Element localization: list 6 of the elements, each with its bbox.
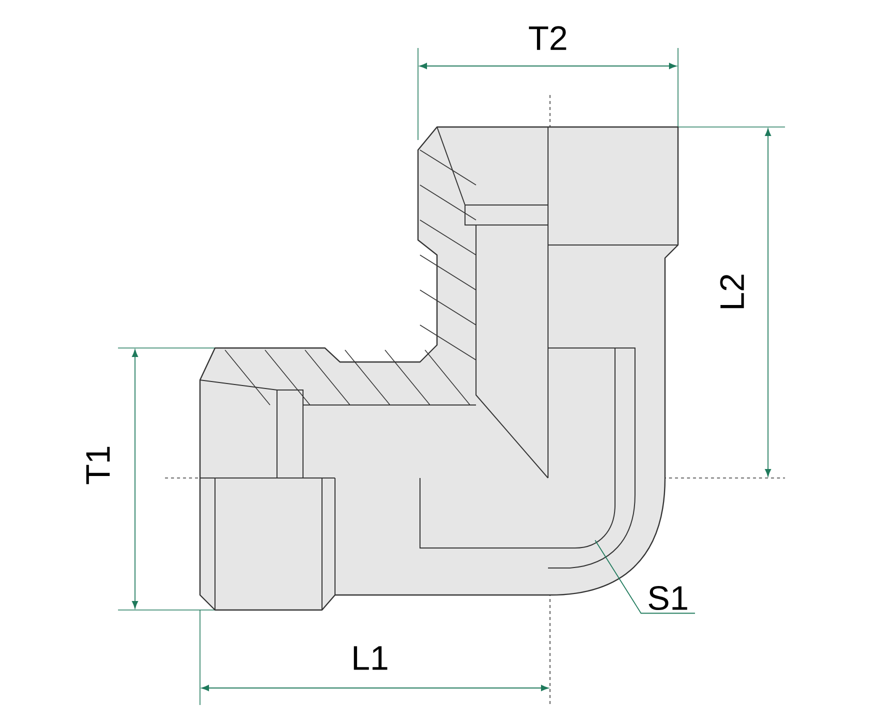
leader-line xyxy=(594,540,696,614)
dimension-label: T2 xyxy=(528,26,566,50)
dimension-label: T1 xyxy=(86,446,110,484)
part-label: S1 xyxy=(648,586,688,610)
dimension-label: L2 xyxy=(720,274,744,308)
dimension-label: L1 xyxy=(354,646,388,670)
